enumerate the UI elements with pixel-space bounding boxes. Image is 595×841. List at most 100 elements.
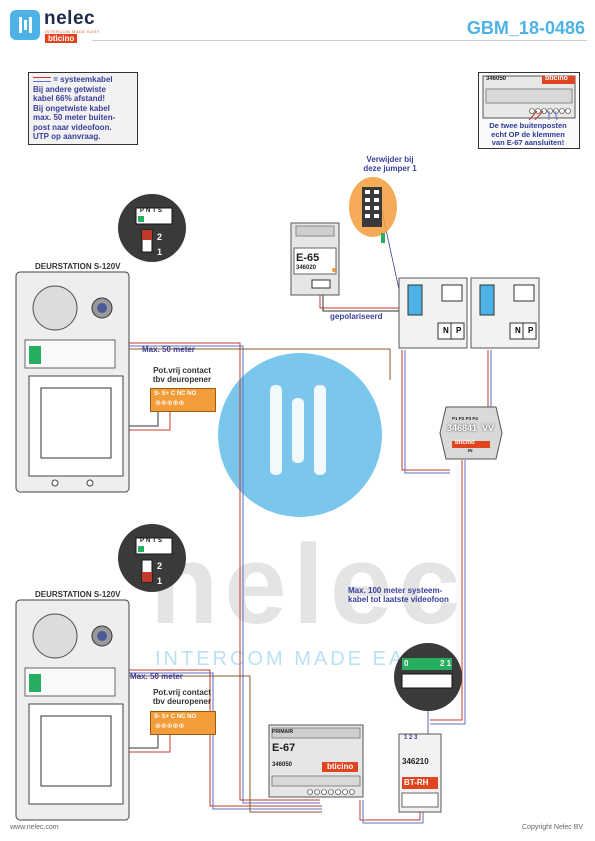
dip-terminal: N <box>146 208 153 214</box>
cable-upper-brown <box>90 348 391 380</box>
dip-zoom-2 <box>118 524 186 592</box>
cable-legend: = systeemkabel <box>33 75 133 85</box>
e67-reference-device <box>482 75 576 120</box>
note-title: = systeemkabel <box>53 75 113 84</box>
jumper-label-line: deze jumper 1 <box>363 164 417 173</box>
relay-label-line: tbv deuropener <box>152 375 212 384</box>
doorstation-1 <box>15 271 130 493</box>
max50-label-2: Max. 50 meter <box>130 672 183 681</box>
dip-1-bottom: 1 <box>157 247 163 257</box>
cable-polarised <box>319 295 405 309</box>
relay-label-line: Pot.vrij contact <box>153 688 211 697</box>
logo-brand: bticino <box>45 34 78 43</box>
max100-label: Max. 100 meter systeem- kabel tot laatst… <box>348 586 449 604</box>
watermark-word: nelec <box>150 522 467 647</box>
e67-label: PRIMAIR <box>272 729 294 735</box>
footer-website[interactable]: www.nelec.com <box>10 824 59 831</box>
logo-sub: INTERCOM MADE EASY <box>45 29 100 34</box>
monitor2-n: N <box>515 326 521 335</box>
monitor2-p: P <box>528 326 534 335</box>
dip-2-top: 2 <box>157 561 163 571</box>
distributor-in: IN <box>468 448 473 453</box>
polarised-label: gepolariseerd <box>330 312 383 321</box>
distributor-port: P1 <box>452 416 458 421</box>
caption-line: van E-67 aansluiten! <box>491 138 565 147</box>
watermark-logo-icon <box>270 385 326 475</box>
e65-part: 346020 <box>296 265 317 271</box>
note-line: Bij ongetwiste kabel <box>33 103 110 113</box>
logo-name: nelec <box>44 8 96 29</box>
monitor1-n: N <box>443 326 449 335</box>
relay-terminals-2: ⊕⊕⊕⊕⊕ <box>155 723 185 730</box>
note-line: Bij andere getwiste <box>33 84 106 94</box>
cable-lower-brown <box>90 675 322 813</box>
distributor-port: P3 <box>465 416 472 421</box>
adapter-label: BT-RH <box>404 778 429 787</box>
dip-2-terminals: PNTS <box>140 538 164 544</box>
adapter-zoom-right: 2 1 <box>440 659 452 668</box>
dip-terminal: S <box>158 538 165 544</box>
cable-lower-red <box>90 669 322 807</box>
max50-label-1: Max. 50 meter <box>142 345 195 354</box>
dip-zoom-1 <box>118 194 186 262</box>
cable-riser-b <box>430 460 466 725</box>
cable-lower-blue <box>90 672 322 810</box>
cable-riser <box>430 460 463 721</box>
max100-line: Max. 100 meter systeem- <box>348 586 443 595</box>
note-line: max. 50 meter buiten- <box>33 113 116 122</box>
relay-module-1: S- S+ C NC NO ⊕⊕⊕⊕⊕ <box>150 388 216 412</box>
cable-monitor1b <box>404 350 450 474</box>
relay-terminals-1: ⊕⊕⊕⊕⊕ <box>155 400 185 407</box>
footer-copyright: Copyright Nelec BV <box>522 824 584 831</box>
cable-polarised-b <box>322 295 405 312</box>
e67-reference-caption: De twee buitenposten echt OP de klemmen … <box>478 121 578 148</box>
adapter-346210 <box>398 733 442 813</box>
dip-terminal: P <box>140 208 147 214</box>
dip-terminal: P <box>140 538 147 544</box>
relay-pins-2: S- S+ C NC NO <box>154 714 197 720</box>
note-line: kabel 66% afstand! <box>33 94 106 103</box>
adapter-zoom-left: 0 <box>404 659 409 668</box>
dip-terminal: S <box>158 208 165 214</box>
jumper-label-line: Verwijder bij <box>366 155 414 164</box>
max100-line: kabel tot laatste videofoon <box>348 595 449 604</box>
dip-1-terminals: PNTS <box>140 208 164 214</box>
doorstation-1-title: DEURSTATION S-120V <box>35 262 121 271</box>
doorstation-2 <box>15 599 130 821</box>
jumper-zoom <box>349 177 397 243</box>
note-line: post naar videofoon. <box>33 122 112 132</box>
jumper-label: Verwijder bij deze jumper 1 <box>350 155 430 173</box>
e67-brand: bticino <box>327 762 354 771</box>
relay-module-2: S- S+ C NC NO ⊕⊕⊕⊕⊕ <box>150 711 216 735</box>
dip-2-bottom: 1 <box>157 576 163 586</box>
monitor1-p: P <box>456 326 462 335</box>
e67-name: E-67 <box>272 742 296 754</box>
distributor-type: VV <box>482 423 495 433</box>
note-line: UTP op aanvraag. <box>33 132 101 141</box>
relay-label-line: tbv deuropener <box>152 697 212 706</box>
adapter-part: 346210 <box>402 757 429 766</box>
nelec-logo-icon <box>10 10 40 40</box>
distributor-346841 <box>439 406 503 460</box>
doorstation-2-title: DEURSTATION S-120V <box>35 590 121 599</box>
monitor-base-1 <box>398 277 468 349</box>
distributor-port: P2 <box>458 416 465 421</box>
distributor-ports: P1 P2 P3 P4 <box>452 416 478 421</box>
relay-label-1: Pot.vrij contact tbv deuropener <box>148 366 216 384</box>
relay-label-line: Pot.vrij contact <box>153 366 211 375</box>
relay-label-2: Pot.vrij contact tbv deuropener <box>148 688 216 706</box>
cable-upper-red <box>90 342 320 801</box>
monitor-base-2 <box>470 277 540 349</box>
distributor-port: P4 <box>472 416 478 421</box>
cable-monitor1 <box>401 350 450 471</box>
e67-unit <box>268 724 364 798</box>
e67-reference-part: 346050 <box>486 76 507 82</box>
e67-reference-brand: bticino <box>545 75 568 82</box>
distributor-brand: bticino <box>455 440 475 446</box>
dip-terminal: T <box>152 538 159 544</box>
e67-part: 346050 <box>272 762 293 768</box>
dip-terminal: T <box>152 208 159 214</box>
relay-pins-1: S- S+ C NC NO <box>154 391 197 397</box>
document-id: GBM_18-0486 <box>466 18 585 38</box>
